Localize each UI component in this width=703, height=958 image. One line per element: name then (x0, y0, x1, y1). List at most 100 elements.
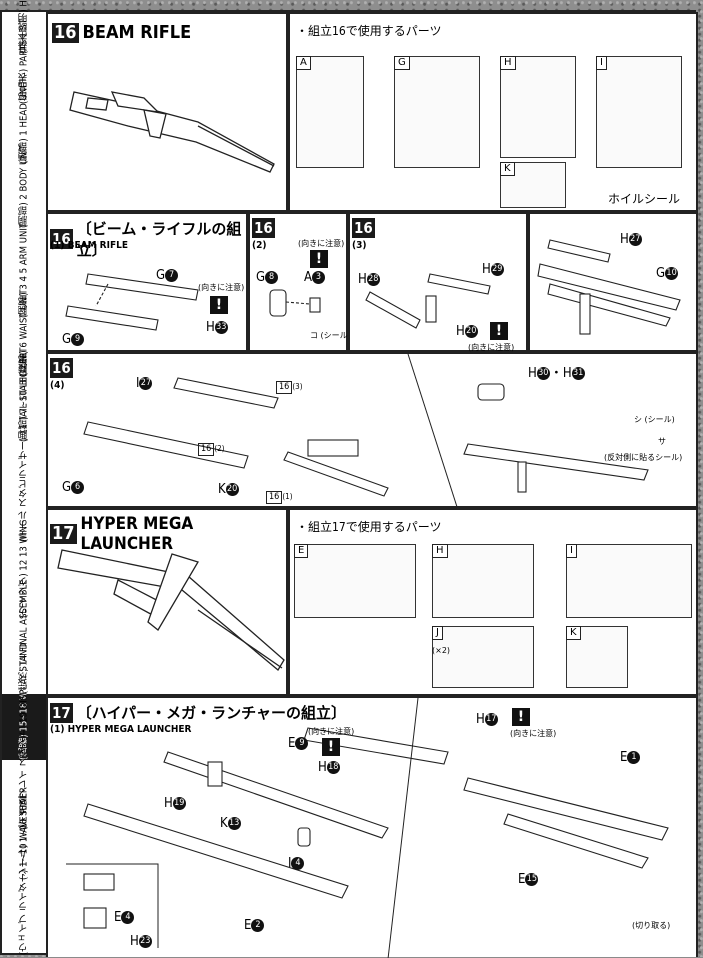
runner-label: K (566, 626, 581, 640)
part-runner: H (206, 320, 215, 335)
warning-icon: ! (322, 738, 340, 756)
part-runner: E (620, 750, 628, 765)
step-title-jp: 〔ハイパー・メガ・ランチャーの組立〕 (76, 704, 347, 722)
step-number: 16 (52, 21, 79, 43)
runner-label: G (394, 56, 410, 70)
part-number: 9 (295, 737, 309, 750)
label-g10: G10 (656, 266, 679, 281)
sub-step-number: (3) (352, 240, 367, 251)
part-runner: H (456, 324, 465, 339)
sticker-sheet-label: ホイルシール (608, 192, 681, 206)
step16-parts-panel: ・組立16で使用するパーツ A G H I K ホイルシール (288, 12, 698, 212)
part-number: 31 (571, 367, 585, 380)
part-runner: H (318, 760, 327, 775)
part-runner: G (62, 332, 72, 347)
part-number: 20 (464, 325, 478, 338)
ref-step-number: 16 (198, 443, 215, 456)
ref-step16-3: 16(3) (276, 378, 303, 394)
part-number: 7 (165, 269, 179, 282)
step-number: 16 (50, 358, 73, 378)
step16-1-title: 16 〔ビーム・ライフルの組立〕 (50, 218, 246, 260)
part-runner: E (288, 736, 296, 751)
part-runner: E (518, 872, 526, 887)
part-number: 27 (628, 233, 642, 246)
part-runner: G (656, 266, 666, 281)
section-sidebar: (基本説明) HOW TO (部品表) PARTS LIST (頭部) 1 HE… (2, 0, 48, 955)
sidebar-item-wave-rider[interactable]: (ウェイブ ライダー) 1~10 WAVE RIDER (2, 787, 46, 955)
part-number: 4 (121, 911, 135, 924)
step17-overview-panel: 17 HYPER MEGA LAUNCHER (46, 508, 288, 696)
sidebar-item-weapons[interactable]: (武器) 15~18 WEAPONS (2, 657, 46, 760)
label-h28: H28 (358, 272, 380, 287)
orientation-note: (向きに注意) (510, 729, 557, 738)
ref-sub-step: (1) (282, 492, 293, 501)
part-runner: K (218, 482, 226, 497)
step16-4-title: 16 (50, 358, 73, 378)
step17-1-title: 17 〔ハイパー・メガ・ランチャーの組立〕 (50, 702, 346, 723)
label-h17: H17 (476, 712, 498, 727)
seal-note: シ (シール) (634, 415, 675, 424)
sidebar-item-body-unit[interactable]: (胴部) 2 BODY UNIT (2, 144, 46, 228)
ref-sub-step: (2) (214, 444, 225, 453)
part-number: 8 (265, 271, 279, 284)
sidebar-item-label: (ウェイブ ライダー) 1~10 WAVE RIDER (18, 787, 30, 955)
runner-i: I (596, 56, 682, 168)
part-number: 10 (665, 267, 679, 280)
runner-label: I (566, 544, 577, 558)
runner-j-count: (×2) (432, 646, 451, 655)
step16-2-diagram (269, 289, 321, 317)
label-h33: H33 (206, 320, 228, 335)
ref-sub-step: (3) (292, 382, 303, 391)
sub-step-number: (4) (50, 380, 65, 391)
part-number: 1 (627, 751, 641, 764)
part-number: 15 (525, 873, 539, 886)
part-runner: A (304, 270, 312, 285)
step-number: 17 (50, 702, 73, 723)
parts-heading: ・組立16で使用するパーツ (296, 24, 442, 38)
runner-k: K (500, 162, 566, 208)
step17-1-panel: 17 〔ハイパー・メガ・ランチャーの組立〕 (1) HYPER MEGA LAU… (46, 696, 698, 958)
part-number: 27 (139, 377, 153, 390)
runner-label: H (432, 544, 448, 558)
step16-4-diagram (83, 353, 649, 511)
runner-h: H (500, 56, 576, 158)
label-h20: H20 (456, 324, 478, 339)
ref-step16-1: 16(1) (266, 488, 293, 504)
part-runner: H (130, 934, 139, 949)
runner-label: J (432, 626, 443, 640)
part-runner: H (528, 366, 537, 381)
sidebar-item-label: (胴部) 2 BODY UNIT (18, 144, 30, 228)
step17-title: 17 HYPER MEGA LAUNCHER (50, 514, 286, 554)
orientation-note: (向きに注意) (198, 283, 245, 292)
step-title-text: BEAM RIFLE (82, 22, 192, 43)
part-runner: I (288, 856, 292, 871)
step-title-jp: 〔ビーム・ライフルの組立〕 (76, 220, 242, 259)
seal-note: コ (シール) (310, 330, 351, 341)
seal-code: サ (658, 437, 666, 446)
step16-1-subtitle: (1) BEAM RIFLE (50, 240, 128, 251)
cut-note: (切り取る) (632, 921, 671, 930)
warning-icon: ! (490, 322, 508, 340)
part-runner: K (220, 816, 228, 831)
part-runner: E (244, 918, 252, 933)
step-number: 17 (50, 523, 77, 544)
ref-step-number: 16 (266, 491, 283, 504)
runner-g: G (394, 56, 480, 168)
runner-h: H (432, 544, 534, 618)
part-number: 30 (536, 367, 550, 380)
part-number: 13 (227, 817, 241, 830)
part-number: 6 (71, 481, 85, 494)
warning-icon: ! (512, 708, 530, 726)
part-runner: G (256, 270, 266, 285)
label-h23: H23 (130, 934, 152, 949)
step-number: 16 (50, 229, 73, 249)
